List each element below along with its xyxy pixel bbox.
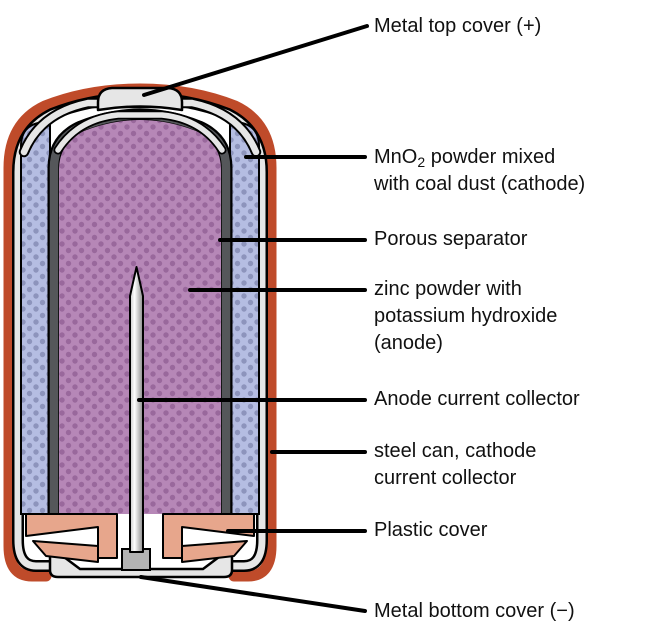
metal-top-cover-button: [96, 86, 184, 112]
label-zinc-anode-line2: potassium hydroxide: [374, 305, 558, 327]
leader-metal-top-cover: [142, 24, 369, 97]
mno2-formula-prefix: MnO: [374, 146, 418, 168]
cathode-column-left: [20, 119, 51, 515]
top-inner-band: [55, 112, 225, 153]
label-mno2-cathode-line1: MnO2 powder mixed: [374, 144, 555, 172]
label-anode-collector: Anode current collector: [374, 388, 580, 410]
cathode-column-right: [229, 119, 260, 515]
label-mno2-cathode-line2: with coal dust (cathode): [374, 173, 586, 195]
leader-metal-bottom-cover: [139, 575, 367, 613]
label-metal-top-cover: Metal top cover (+): [374, 15, 542, 37]
label-steel-can-line1: steel can, cathode: [374, 440, 537, 462]
plastic-cover-right-wedge: [181, 540, 248, 563]
label-porous-separator: Porous separator: [374, 228, 528, 250]
mno2-formula-subscript: 2: [417, 154, 426, 170]
label-steel-can-line2: current collector: [374, 467, 517, 489]
label-metal-bottom-cover: Metal bottom cover (−): [374, 600, 575, 622]
mno2-line1-rest: powder mixed: [425, 146, 556, 168]
label-plastic-cover: Plastic cover: [374, 519, 488, 541]
anode-pin: [129, 266, 144, 553]
plastic-cover-left-wedge: [32, 540, 99, 563]
label-zinc-anode-line1: zinc powder with: [374, 278, 522, 300]
label-zinc-anode-line3: (anode): [374, 332, 443, 354]
